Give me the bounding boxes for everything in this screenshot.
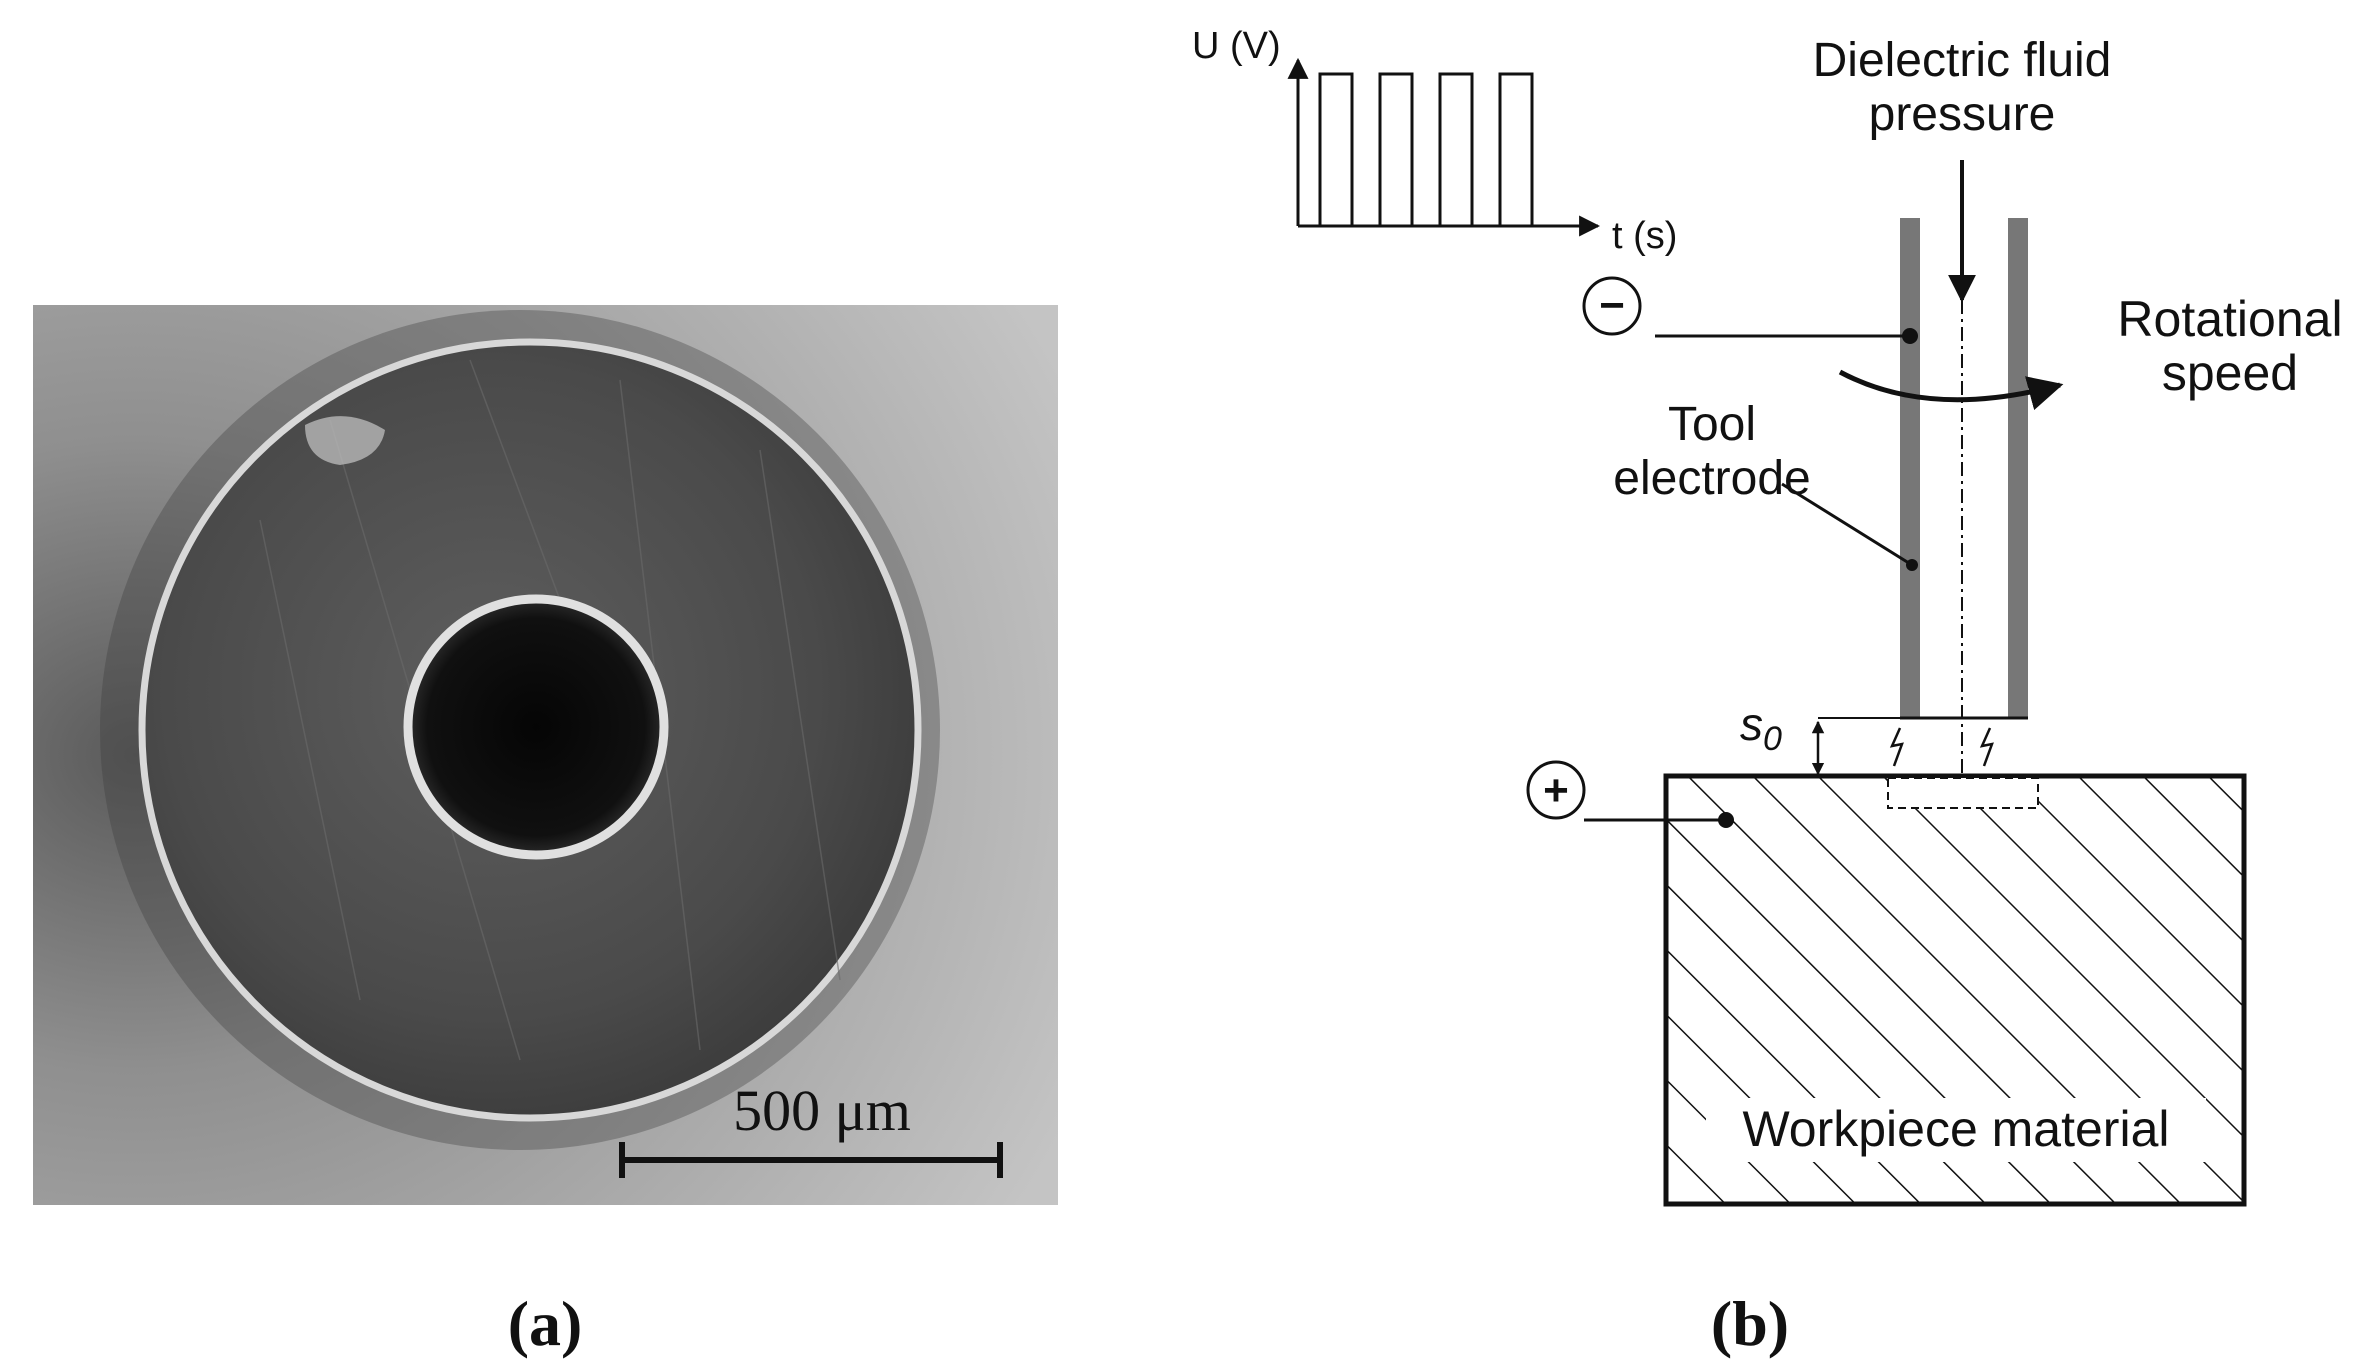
negative-terminal: − (1582, 276, 1918, 344)
panel-b: U (V) t (s) Dielectric fluid pressure − … (1192, 25, 2343, 1207)
spark-discharges (1889, 727, 1994, 767)
tool-label-line2: electrode (1613, 452, 1810, 505)
panel-b-label: (b) (1711, 1288, 1789, 1359)
dielectric-label-line1: Dielectric fluid (1813, 34, 2112, 87)
pulse-train (1298, 72, 1534, 228)
tool-label-leader (1781, 482, 1913, 567)
workpiece-label-background (1706, 1098, 2206, 1162)
positive-contact-point (1718, 812, 1734, 828)
rotation-arrow (1838, 369, 2064, 411)
rotational-label-line1: Rotational (2117, 291, 2342, 347)
tool-label-point (1906, 559, 1918, 571)
machined-cavity (1887, 777, 2039, 809)
spark-left (1889, 727, 1904, 767)
plus-circle (1526, 760, 1586, 820)
dielectric-label-line2: pressure (1869, 88, 2056, 141)
tool-label-line1: Tool (1668, 398, 1756, 451)
surface-defect (305, 416, 385, 465)
minus-symbol: − (1599, 281, 1625, 330)
workpiece-label: Workpiece material (1742, 1101, 2169, 1157)
negative-contact-point (1902, 328, 1918, 344)
tool-electrode-right-wall (2008, 218, 2028, 718)
waveform-plot: U (V) t (s) (1192, 25, 1677, 257)
tool-electrode-left-wall (1900, 218, 1920, 718)
rotational-label-line2: speed (2162, 345, 2298, 401)
minus-circle (1582, 276, 1642, 336)
waveform-x-label: t (s) (1612, 215, 1677, 257)
positive-terminal: + (1526, 760, 1734, 828)
waveform-y-label: U (V) (1192, 25, 1281, 67)
scale-bar-label: 500 μm (733, 1078, 911, 1143)
inner-bore (403, 594, 669, 860)
plus-symbol: + (1543, 766, 1569, 815)
panel-a-label: (a) (508, 1288, 583, 1359)
spark-right (1979, 727, 1994, 767)
panel-a: 500 μm (33, 305, 1058, 1205)
gap-label: s0 (1740, 698, 1782, 758)
